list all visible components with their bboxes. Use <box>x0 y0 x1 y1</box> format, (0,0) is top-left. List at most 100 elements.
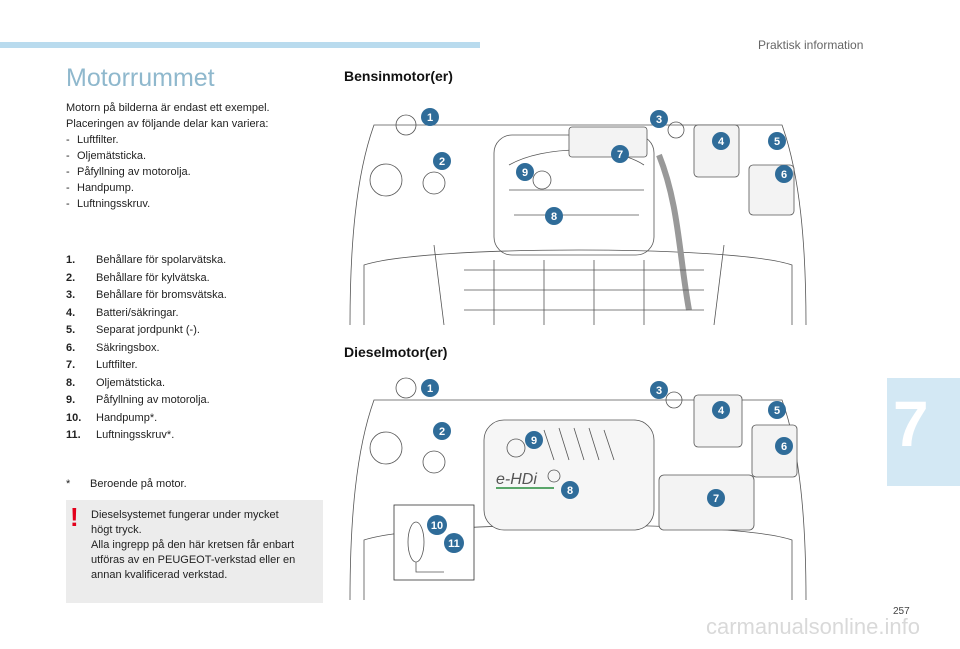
legend-text: Behållare för kylvätska. <box>96 271 210 284</box>
legend-text: Luftningsskruv*. <box>96 429 175 441</box>
list-item: Handpump. <box>66 180 316 196</box>
legend-number: 10. <box>66 411 82 424</box>
callout-label: 1 <box>427 383 433 395</box>
air-filter-box <box>568 126 648 158</box>
warning-line: Alla ingrepp på den här kretsen får enba… <box>91 539 295 551</box>
callout-marker: 2 <box>433 152 451 170</box>
intro-line-1: Motorn på bilderna är endast ett exempel… <box>66 102 270 114</box>
callout-marker: 10 <box>427 515 447 535</box>
legend-number: 9. <box>66 394 76 406</box>
legend-text: Påfyllning av motorolja. <box>96 394 210 406</box>
dipstick-handle <box>547 469 561 483</box>
list-item: Oljemätsticka. <box>66 148 316 164</box>
callout-marker: 9 <box>516 163 534 181</box>
callout-marker: 9 <box>525 431 543 449</box>
left-strut <box>369 431 403 465</box>
petrol-engine-diagram: 1 2 3 4 5 6 7 8 9 <box>344 95 812 327</box>
legend-number: 11. <box>66 429 81 441</box>
callout-label: 7 <box>713 493 719 505</box>
watermark: carmanualsonline.info <box>705 614 920 639</box>
callout-marker: 1 <box>421 379 439 397</box>
footnote: * Beroende på motor. <box>66 478 187 490</box>
legend-number: 1. <box>66 254 76 266</box>
warning-icon: ! <box>70 502 79 532</box>
section-label: Praktisk information <box>758 38 864 52</box>
battery <box>693 124 740 178</box>
legend-item: 6. Säkringsbox. <box>66 342 326 360</box>
legend-item: 1.Behållare för spolarvätska. <box>66 254 326 272</box>
legend-text: Luftfilter. <box>96 359 138 371</box>
callout-label: 4 <box>718 405 725 417</box>
callout-marker: 4 <box>712 401 730 419</box>
callout-label: 2 <box>439 156 445 168</box>
callout-label: 10 <box>431 520 443 532</box>
air-filter-box <box>658 474 755 531</box>
intro-line-2: Placeringen av följande delar kan varier… <box>66 118 269 130</box>
callout-marker: 3 <box>650 381 668 399</box>
hand-pump-hose <box>415 562 444 573</box>
callout-marker: 2 <box>433 422 451 440</box>
legend-text: Handpump*. <box>96 411 158 424</box>
brake-fluid-cap <box>665 391 683 409</box>
list-item: Luftningsskruv. <box>66 196 316 212</box>
legend-text: Säkringsbox. <box>96 341 160 354</box>
legend-text: Batteri/säkringar. <box>96 306 179 319</box>
petrol-heading: Bensinmotor(er) <box>344 68 453 84</box>
legend-item: 2. Behållare för kylvätska. <box>66 272 326 290</box>
callout-label: 2 <box>439 426 445 438</box>
legend-number: 2. <box>66 271 76 284</box>
legend-text: Oljemätsticka. <box>96 376 166 389</box>
callout-label: 3 <box>656 114 662 126</box>
diesel-heading: Dieselmotor(er) <box>344 344 448 360</box>
callout-label: 9 <box>522 167 528 179</box>
legend-item: 8. Oljemätsticka. <box>66 377 326 395</box>
legend-item: 5. Separat jordpunkt (-). <box>66 324 326 342</box>
legend-item: 3.Behållare för bromsvätska. <box>66 289 326 307</box>
e-hdi-badge: e-HDi <box>496 471 537 488</box>
air-hose <box>656 153 692 311</box>
warning-line: utföras av en PEUGEOT-verkstad eller en <box>91 554 296 566</box>
callout-label: 3 <box>656 385 662 397</box>
legend-text: Separat jordpunkt (-). <box>96 324 200 336</box>
warning-text: Dieselsystemet fungerar under mycket hög… <box>91 508 319 583</box>
warning-line: annan kvalificerad verkstad. <box>91 569 228 581</box>
legend-number: 8. <box>66 376 76 389</box>
washer-reservoir-cap <box>395 114 417 136</box>
callout-label: 8 <box>551 211 557 223</box>
legend-number: 7. <box>66 359 76 371</box>
footnote-marker: * <box>66 478 71 490</box>
legend-number: 6. <box>66 341 76 354</box>
cover-ribs <box>543 427 615 461</box>
engine-cover <box>483 419 655 531</box>
washer-reservoir-cap <box>395 377 417 399</box>
intro-text: Motorn på bilderna är endast ett exempel… <box>66 100 316 212</box>
battery <box>693 394 743 448</box>
legend-number: 4. <box>66 306 76 319</box>
oil-filler-cap <box>506 438 526 458</box>
engine-bay-outline <box>349 399 807 601</box>
footnote-text: Beroende på motor. <box>90 478 187 490</box>
legend-item: 10. Handpump*. <box>66 412 326 430</box>
callout-marker: 11 <box>444 533 464 553</box>
page-title: Motorrummet <box>66 64 215 92</box>
callout-marker: 6 <box>775 437 793 455</box>
callout-marker: 7 <box>611 145 629 163</box>
callout-label: 5 <box>774 136 780 148</box>
callout-label: 11 <box>448 538 460 550</box>
callout-marker: 8 <box>561 481 579 499</box>
diesel-engine-diagram: e-HDi 1 2 3 4 5 6 7 8 9 10 11 <box>344 370 812 602</box>
callout-label: 1 <box>427 112 433 124</box>
left-strut <box>369 163 403 197</box>
callout-marker: 3 <box>650 110 668 128</box>
legend-number: 5. <box>66 324 76 336</box>
callout-marker: 7 <box>707 489 725 507</box>
engine-bay-outline <box>349 124 807 326</box>
chapter-number: 7 <box>893 388 929 460</box>
callout-label: 9 <box>531 435 537 447</box>
header-accent-bar <box>0 42 480 48</box>
oil-filler-cap <box>532 170 552 190</box>
brake-fluid-cap <box>667 121 685 139</box>
coolant-reservoir-cap <box>422 450 446 474</box>
legend-item: 7. Luftfilter. <box>66 359 326 377</box>
callout-label: 5 <box>774 405 780 417</box>
